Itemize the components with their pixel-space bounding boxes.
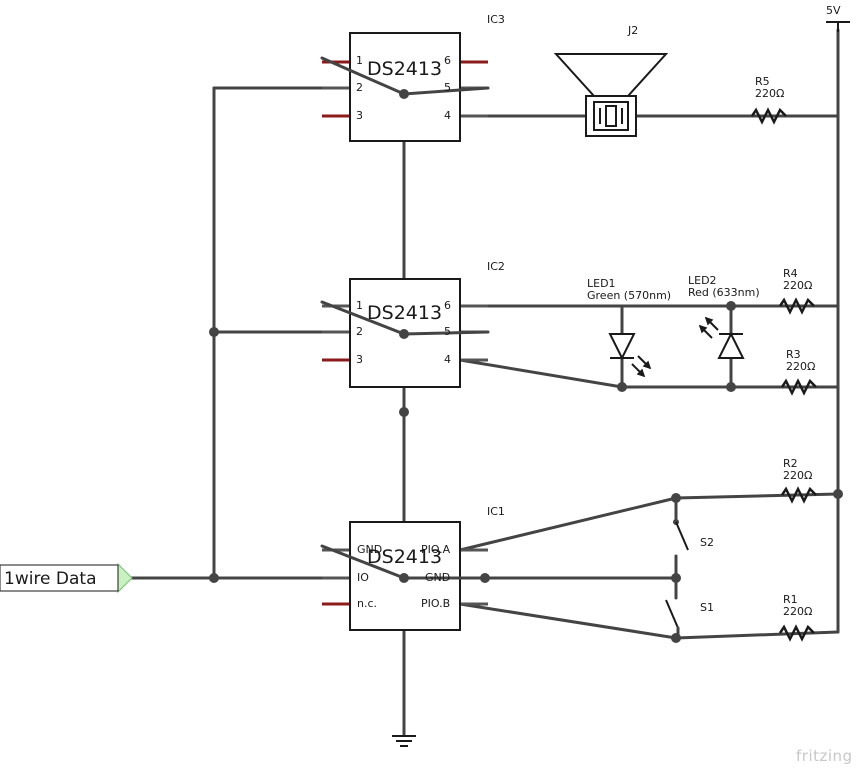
ic2-pin4: 4 xyxy=(444,353,451,366)
r5-value: 220Ω xyxy=(755,87,784,100)
wires xyxy=(128,28,840,736)
supply-label: 5V xyxy=(826,4,841,17)
ic2-pin1: 1 xyxy=(356,299,363,312)
r4-value: 220Ω xyxy=(783,279,812,292)
ic1-chip: DS2413 GND IO n.c. PIO.A GND PIO.B IC1 xyxy=(320,505,505,631)
ic2-chip: DS2413 1 2 3 4 5 6 IC2 xyxy=(320,260,505,388)
led2-diode: LED2 Red (633nm) xyxy=(688,274,760,359)
r1-ref: R1 xyxy=(783,593,798,606)
ic3-pin1: 1 xyxy=(356,54,363,67)
ic1-pin-piob: PIO.B xyxy=(421,597,450,610)
ic1-pin-io: IO xyxy=(357,571,369,584)
ic1-pin-pioa: PIO.A xyxy=(421,543,451,556)
ic2-pin3: 3 xyxy=(356,353,363,366)
led1-diode: LED1 Green (570nm) xyxy=(587,277,671,378)
r2-ref: R2 xyxy=(783,457,798,470)
ic1-ref: IC1 xyxy=(487,505,505,518)
ic1-pin-gnd-right: GND xyxy=(425,571,450,584)
ic2-pin5: 5 xyxy=(444,325,451,338)
r1-value: 220Ω xyxy=(783,605,812,618)
r4-ref: R4 xyxy=(783,267,798,280)
s2-ref: S2 xyxy=(700,536,714,549)
junction-nodes xyxy=(209,89,843,643)
ic2-ref: IC2 xyxy=(487,260,505,273)
ic2-pin4-wire xyxy=(458,358,624,389)
s1-ref: S1 xyxy=(700,601,714,614)
r2-resistor: R2 220Ω xyxy=(780,457,817,504)
fritzing-brand-text: fritzing xyxy=(796,747,853,765)
led1-ref: LED1 xyxy=(587,277,616,290)
led1-value: Green (570nm) xyxy=(587,289,671,302)
r4-resistor: R4 220Ω xyxy=(778,267,815,315)
onewire-data-port: 1wire Data xyxy=(0,562,133,594)
ic3-pin3: 3 xyxy=(356,109,363,122)
r1-wire xyxy=(674,630,840,640)
ic1-pin-nc: n.c. xyxy=(357,597,377,610)
r2-wire xyxy=(674,492,840,500)
ic1-chip-name: DS2413 xyxy=(367,546,442,568)
supply-5v-symbol: 5V xyxy=(826,4,850,32)
ic2-chip-name: DS2413 xyxy=(367,302,442,324)
led2-ref: LED2 xyxy=(688,274,717,287)
r2-value: 220Ω xyxy=(783,469,812,482)
ic3-pin5: 5 xyxy=(444,81,451,94)
ic2-pin2: 2 xyxy=(356,325,363,338)
r1-resistor: R1 220Ω xyxy=(778,593,815,642)
r5-ref: R5 xyxy=(755,75,770,88)
s2-switch: S2 xyxy=(673,496,714,580)
j2-ref: J2 xyxy=(627,24,638,37)
ic2-pin6: 6 xyxy=(444,299,451,312)
r5-resistor: R5 220Ω xyxy=(750,75,787,125)
ic3-pin6: 6 xyxy=(444,54,451,67)
r3-resistor: R3 220Ω xyxy=(780,348,817,396)
port-arrow-icon xyxy=(117,562,133,594)
ic1-pin-gnd-left: GND xyxy=(357,543,382,556)
ic3-chip-name: DS2413 xyxy=(367,58,442,80)
ic1-piob-wire xyxy=(458,602,678,640)
led2-value: Red (633nm) xyxy=(688,286,760,299)
ic3-pin2: 2 xyxy=(356,81,363,94)
r3-ref: R3 xyxy=(786,348,801,361)
r3-value: 220Ω xyxy=(786,360,815,373)
ic3-pin4: 4 xyxy=(444,109,451,122)
ground-symbol xyxy=(392,735,416,747)
j2-speaker: J2 xyxy=(553,24,669,137)
port-label: 1wire Data xyxy=(4,569,97,589)
ic3-ref: IC3 xyxy=(487,13,505,26)
ic1-pioa-wire xyxy=(458,496,678,552)
s1-switch: S1 xyxy=(665,576,714,640)
ic3-chip: DS2413 1 2 3 4 5 6 IC3 xyxy=(320,13,505,142)
